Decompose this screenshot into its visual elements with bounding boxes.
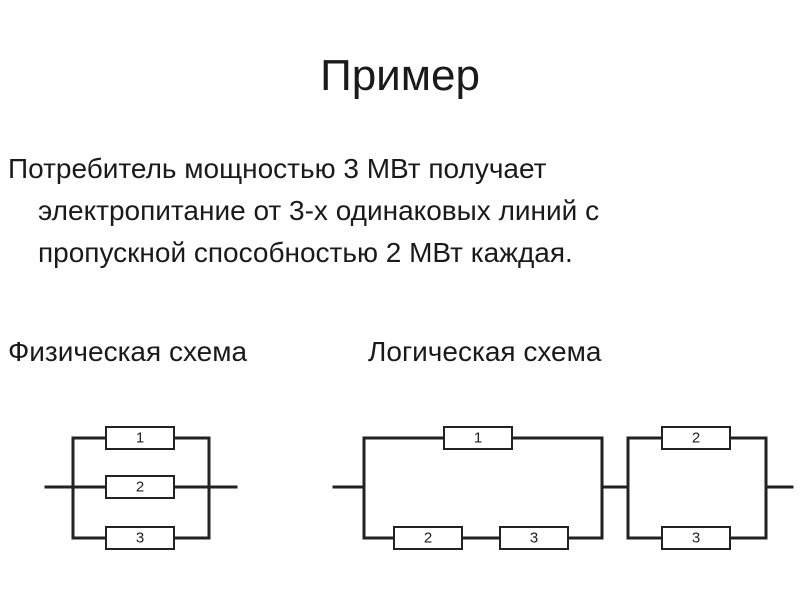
slide-title: Пример [320, 51, 480, 100]
text-line-2: электропитание от 3-х одинаковых линий с [38, 195, 600, 226]
logical-line-3-second-label: 3 [692, 530, 700, 547]
text-line-1: Потребитель мощностью 3 МВт получает [8, 153, 547, 184]
logical-scheme-label: Логическая схема [368, 336, 602, 367]
logical-scheme-wires [332, 436, 794, 540]
physical-line-3: 3 [105, 526, 175, 550]
problem-text: Потребитель мощностью 3 МВт получает эле… [8, 148, 788, 274]
physical-scheme-label: Физическая схема [8, 336, 248, 367]
physical-line-2: 2 [105, 475, 175, 499]
physical-line-1: 1 [105, 426, 175, 450]
physical-line-1-label: 1 [136, 430, 144, 447]
logical-line-2-first-label: 2 [424, 530, 432, 547]
logical-line-2-first: 2 [393, 526, 463, 550]
text-line-3: пропускной способностью 2 МВт каждая. [38, 237, 573, 268]
logical-line-3-first: 3 [499, 526, 569, 550]
physical-line-2-label: 2 [136, 479, 144, 496]
physical-line-3-label: 3 [136, 530, 144, 547]
logical-line-3-first-label: 3 [530, 530, 538, 547]
logical-line-1: 1 [443, 426, 513, 450]
logical-line-2-second-label: 2 [692, 430, 700, 447]
logical-line-2-second: 2 [661, 426, 731, 450]
logical-line-3-second: 3 [661, 526, 731, 550]
logical-line-1-label: 1 [474, 430, 482, 447]
